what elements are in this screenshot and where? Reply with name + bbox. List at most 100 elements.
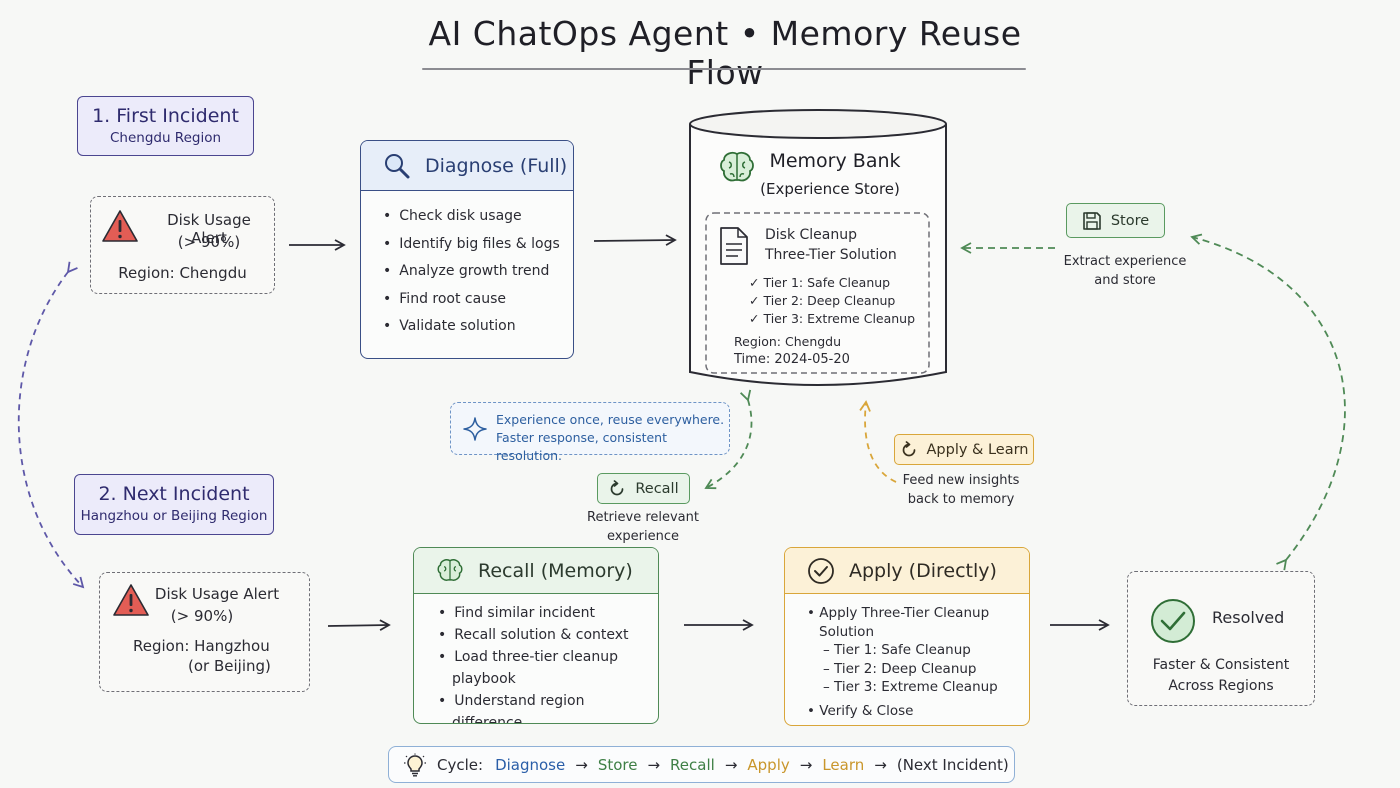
- memory-tier-row: ✓ Tier 1: Safe Cleanup: [749, 274, 915, 292]
- cycle-arrow: →: [575, 755, 588, 774]
- memory-tier: Tier 2: Deep Cleanup: [763, 293, 896, 308]
- apply-tier: – Tier 1: Safe Cleanup: [823, 642, 971, 658]
- warning-icon: [113, 584, 149, 616]
- store-label: Store: [1110, 212, 1150, 229]
- alert-chengdu-line2: (> 90%): [177, 233, 241, 251]
- diagnose-step: Identify big files & logs: [383, 231, 573, 259]
- memory-bank-title: Memory Bank: [769, 150, 901, 172]
- title-underline: [422, 68, 1026, 70]
- arrow-diagnose-to-memory: [593, 234, 677, 246]
- recall-card: Recall (Memory) Find similar incident Re…: [413, 547, 659, 724]
- reuse-note: Experience once, reuse everywhere. Faste…: [450, 402, 730, 463]
- refresh-icon: [611, 479, 624, 495]
- cycle-diagnose: Diagnose: [495, 755, 566, 774]
- recall-step: Find similar incident: [436, 602, 658, 624]
- apply-learn-pill: Apply & Learn: [894, 434, 1034, 465]
- cycle-recall: Recall: [670, 755, 715, 774]
- brain-icon: [437, 558, 463, 581]
- recall-card-header: Recall (Memory): [414, 548, 658, 594]
- resolved-title: Resolved: [1212, 608, 1285, 627]
- check-circle-icon: [1151, 599, 1195, 643]
- refresh-icon: [902, 440, 915, 456]
- first-incident-region: Chengdu Region: [109, 130, 222, 146]
- apply-item-cont: Solution: [819, 623, 874, 640]
- next-incident-region: Hangzhou or Beijing Region: [80, 508, 268, 524]
- cycle-arrow: →: [874, 755, 887, 774]
- recall-step: Understand region difference: [436, 690, 658, 723]
- alert-chengdu-line1: Disk Usage Alert: [167, 211, 251, 247]
- store-caption: Extract experience and store: [1050, 252, 1200, 290]
- cycle-bar: Cycle: Diagnose → Store → Recall → Apply…: [388, 746, 1015, 783]
- arrow-alert2-to-recall: [327, 619, 391, 631]
- cycle-arrow: →: [724, 755, 738, 774]
- memory-tier-row: ✓ Tier 2: Deep Cleanup: [749, 292, 915, 310]
- memory-doc-title2: Three-Tier Solution: [765, 247, 897, 263]
- check-icon: ✓: [749, 293, 764, 308]
- cycle-label: Cycle:: [437, 755, 484, 774]
- magnifier-icon: [385, 153, 410, 178]
- cycle-arrow: →: [647, 755, 661, 774]
- recall-step: Recall solution & context: [436, 624, 658, 646]
- next-incident-label: 2. Next Incident Hangzhou or Beijing Reg…: [74, 474, 274, 535]
- save-icon: [1083, 211, 1101, 230]
- recall-steps: Find similar incident Recall solution & …: [414, 594, 658, 723]
- apply-learn-caption: Feed new insights back to memory: [886, 471, 1036, 509]
- diagnose-step: Find root cause: [383, 286, 573, 314]
- memory-tier-row: ✓ Tier 3: Extreme Cleanup: [749, 310, 915, 328]
- apply-card-body: • Apply Three-Tier Cleanup Solution – Ti…: [785, 594, 1029, 720]
- apply-tier: – Tier 2: Deep Cleanup: [823, 660, 977, 677]
- apply-learn-label: Apply & Learn: [926, 441, 1029, 458]
- lightbulb-icon: [404, 753, 426, 776]
- recall-card-title: Recall (Memory): [478, 559, 633, 582]
- apply-learn-caption-line2: back to memory: [907, 492, 1015, 507]
- document-icon: [720, 227, 748, 265]
- memory-tier-list: ✓ Tier 1: Safe Cleanup ✓ Tier 2: Deep Cl…: [749, 274, 915, 328]
- arrow-learn-to-memory: [859, 400, 897, 483]
- alert-hangzhou-line1: Disk Usage Alert: [154, 585, 280, 603]
- recall-pill-label: Recall: [635, 480, 679, 497]
- apply-card-header: Apply (Directly): [785, 548, 1029, 594]
- alert-hangzhou-region-alt: (or Beijing): [188, 657, 271, 675]
- alert-hangzhou-region: Region: Hangzhou: [133, 637, 270, 655]
- brain-icon: [720, 151, 754, 182]
- memory-tier: Tier 3: Extreme Cleanup: [763, 311, 916, 326]
- alert-hangzhou-line2: (> 90%): [170, 607, 234, 625]
- apply-card: Apply (Directly) • Apply Three-Tier Clea…: [784, 547, 1030, 726]
- apply-tier: – Tier 3: Extreme Cleanup: [823, 679, 998, 695]
- next-incident-title: 2. Next Incident: [98, 483, 250, 505]
- memory-time: Time: 2024-05-20: [734, 352, 850, 367]
- alert-chengdu: Disk Usage Alert (> 90%) Region: Chengdu: [90, 196, 275, 294]
- diagnose-card-header: Diagnose (Full): [361, 141, 573, 191]
- recall-step: Load three-tier cleanup playbook: [436, 646, 636, 690]
- apply-card-title: Apply (Directly): [849, 559, 997, 582]
- recall-caption: Retrieve relevant experience: [568, 508, 718, 546]
- diagnose-card-title: Diagnose (Full): [425, 154, 568, 177]
- store-pill: Store: [1066, 203, 1165, 238]
- apply-item-text: Verify & Close: [819, 702, 914, 719]
- resolved-line2: Across Regions: [1168, 678, 1274, 694]
- alert-chengdu-region: Region: Chengdu: [118, 264, 247, 282]
- diagnose-step: Check disk usage: [383, 203, 573, 231]
- cycle-learn: Learn: [822, 755, 865, 774]
- check-circle-icon: [808, 557, 834, 584]
- first-incident-title: 1. First Incident: [92, 105, 239, 127]
- check-icon: ✓: [749, 275, 764, 290]
- cycle-store: Store: [597, 755, 638, 774]
- store-caption-line2: and store: [1094, 273, 1156, 288]
- cycle-next: (Next Incident): [896, 755, 1009, 774]
- memory-bank-subtitle: (Experience Store): [760, 180, 900, 198]
- recall-caption-line1: Retrieve relevant: [587, 510, 699, 525]
- sparkle-icon: [463, 417, 487, 441]
- store-caption-line1: Extract experience: [1063, 254, 1187, 269]
- arrow-resolved-to-store: [1190, 233, 1346, 571]
- diagnose-step: Analyze growth trend: [383, 258, 573, 286]
- memory-doc-title1: Disk Cleanup: [765, 227, 858, 243]
- apply-learn-caption-line1: Feed new insights: [902, 473, 1020, 488]
- apply-item: • Verify & Close: [807, 702, 914, 719]
- reuse-note-line2: Faster response, consistent resolution.: [496, 430, 667, 463]
- alert-hangzhou: Disk Usage Alert (> 90%) Region: Hangzho…: [99, 572, 310, 692]
- resolved-line1: Faster & Consistent: [1152, 657, 1290, 673]
- diagnose-card: Diagnose (Full) Check disk usage Identif…: [360, 140, 574, 359]
- diagnose-steps: Check disk usage Identify big files & lo…: [361, 191, 573, 341]
